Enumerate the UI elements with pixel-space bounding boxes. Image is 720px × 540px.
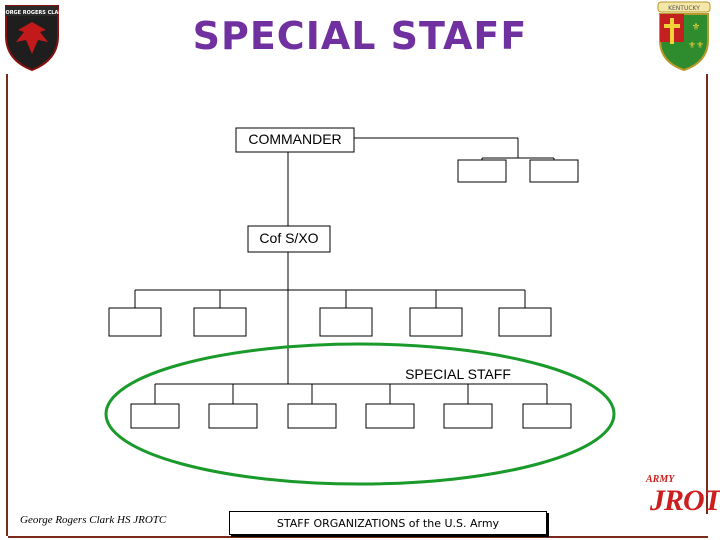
special-staff-box <box>443 403 493 429</box>
coordinating-staff-box <box>193 307 247 337</box>
frame-bottom-border <box>8 536 708 538</box>
svg-text:KENTUCKY: KENTUCKY <box>668 5 700 12</box>
special-staff-box <box>130 403 180 429</box>
frame-left-border <box>6 74 8 536</box>
special-staff-highlight-ellipse <box>104 342 616 486</box>
cofs-xo-label: Cof S/XO <box>259 230 319 246</box>
coordinating-staff-box <box>319 307 373 337</box>
frame-right-border <box>706 74 708 514</box>
special-staff-box <box>365 403 415 429</box>
coordinating-staff-box <box>409 307 463 337</box>
svg-text:⚜: ⚜ <box>692 22 701 33</box>
special-staff-box <box>208 403 258 429</box>
slide-title: SPECIAL STAFF <box>192 14 528 58</box>
footer-school-name: George Rogers Clark HS JROTC <box>20 514 167 526</box>
commander-label: COMMANDER <box>248 131 342 147</box>
special-staff-box <box>287 403 337 429</box>
special-staff-label: SPECIAL STAFF <box>405 366 511 382</box>
jrotc-logo-text: JROTC <box>650 484 720 517</box>
cofs-xo-box <box>247 225 331 253</box>
coordinating-staff-box <box>108 307 162 337</box>
special-staff-box <box>522 403 572 429</box>
kentucky-shield-logo: KENTUCKY ⚜ ⚜ ⚜ <box>657 1 711 72</box>
svg-text:⚜: ⚜ <box>688 40 696 50</box>
coordinating-staff-box <box>498 307 552 337</box>
commander-box <box>235 127 355 153</box>
jrotc-army-text: ARMY <box>646 474 675 485</box>
personal-staff-box <box>457 159 507 183</box>
personal-staff-box <box>529 159 579 183</box>
footer-caption: STAFF ORGANIZATIONS of the U.S. Army <box>229 511 547 535</box>
footer-caption-text: STAFF ORGANIZATIONS of the U.S. Army <box>276 516 500 530</box>
svg-text:⚜: ⚜ <box>696 40 704 50</box>
